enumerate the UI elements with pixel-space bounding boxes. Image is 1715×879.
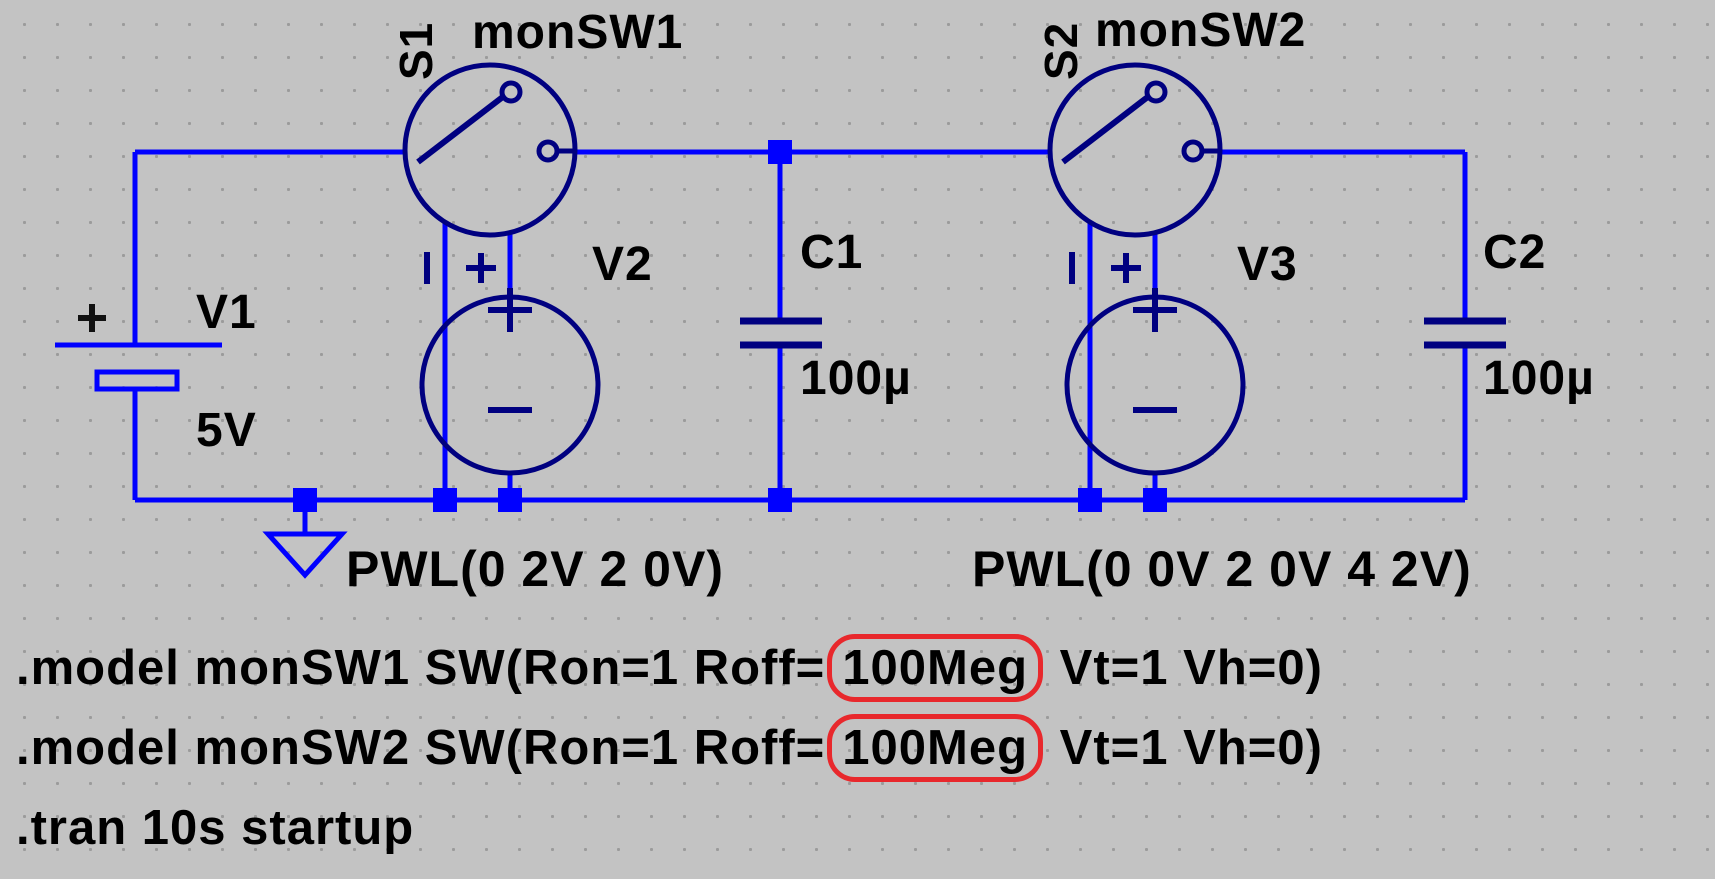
junction-s2-ctrl <box>1078 488 1102 512</box>
component-c2-capacitor[interactable] <box>1424 317 1506 349</box>
directive-text: .model monSW2 SW(Ron=1 Roff= <box>16 721 826 775</box>
junction-ground <box>293 488 317 512</box>
junction-s1-ctrl <box>433 488 457 512</box>
label-v3-value[interactable]: PWL(0 0V 2 0V 4 2V) <box>972 541 1472 597</box>
switch-pivot-contact <box>499 80 523 104</box>
label-v3-designator[interactable]: V3 <box>1237 238 1298 291</box>
battery-plus-sign <box>78 304 106 332</box>
label-v1-value[interactable]: 5V <box>196 404 257 457</box>
directive-text: .tran 10s startup <box>16 801 415 855</box>
label-c1-value[interactable]: 100µ <box>800 352 912 405</box>
switch-ctrl-plus-mark <box>1111 253 1141 283</box>
label-s2-designator[interactable]: S2 <box>1035 22 1087 80</box>
junction-top-c1 <box>768 140 792 164</box>
component-c1-capacitor[interactable] <box>740 317 822 349</box>
directive-text: Vt=1 Vh=0) <box>1045 641 1323 695</box>
junction-v3 <box>1143 488 1167 512</box>
label-c2-designator[interactable]: C2 <box>1483 226 1546 279</box>
component-v1-battery[interactable] <box>55 304 222 392</box>
spice-directive-model-sw1[interactable]: .model monSW1 SW(Ron=1 Roff=100Meg Vt=1 … <box>16 628 1323 708</box>
directive-text: Vt=1 Vh=0) <box>1045 721 1323 775</box>
component-v2-source[interactable] <box>419 288 601 476</box>
label-s1-model[interactable]: monSW1 <box>472 6 683 59</box>
ground-triangle <box>262 531 348 579</box>
component-s1-switch[interactable] <box>402 62 578 284</box>
label-s1-designator[interactable]: S1 <box>390 22 442 80</box>
battery-short-plate <box>94 369 180 392</box>
label-c2-value[interactable]: 100µ <box>1483 352 1595 405</box>
switch-pivot-contact <box>1144 80 1168 104</box>
label-c1-designator[interactable]: C1 <box>800 226 863 279</box>
wires[interactable] <box>132 149 1468 503</box>
label-v2-value[interactable]: PWL(0 2V 2 0V) <box>346 541 724 597</box>
directive-text: .model monSW1 SW(Ron=1 Roff= <box>16 641 826 695</box>
source-plus-sign <box>488 288 532 332</box>
label-v1-designator[interactable]: V1 <box>196 286 257 339</box>
switch-fixed-contact <box>1181 139 1205 163</box>
ground-symbol[interactable] <box>262 512 348 579</box>
component-s2-switch[interactable] <box>1047 62 1223 284</box>
spice-directive-tran[interactable]: .tran 10s startup <box>16 788 1323 868</box>
source-plus-sign <box>1133 288 1177 332</box>
junction-c1 <box>768 488 792 512</box>
junction-v2 <box>498 488 522 512</box>
switch-fixed-contact <box>536 139 560 163</box>
switch-lever <box>1061 93 1151 165</box>
switch-lever <box>416 93 506 165</box>
spice-directive-model-sw2[interactable]: .model monSW2 SW(Ron=1 Roff=100Meg Vt=1 … <box>16 708 1323 788</box>
component-v3-source[interactable] <box>1064 288 1246 476</box>
label-v2-designator[interactable]: V2 <box>592 238 653 291</box>
highlight-annotation-roff2: 100Meg <box>827 714 1044 782</box>
highlight-annotation-roff1: 100Meg <box>827 634 1044 702</box>
label-s2-model[interactable]: monSW2 <box>1095 4 1306 57</box>
junction-dots <box>293 140 1167 512</box>
spice-directives: .model monSW1 SW(Ron=1 Roff=100Meg Vt=1 … <box>16 628 1323 868</box>
switch-ctrl-plus-mark <box>466 253 496 283</box>
